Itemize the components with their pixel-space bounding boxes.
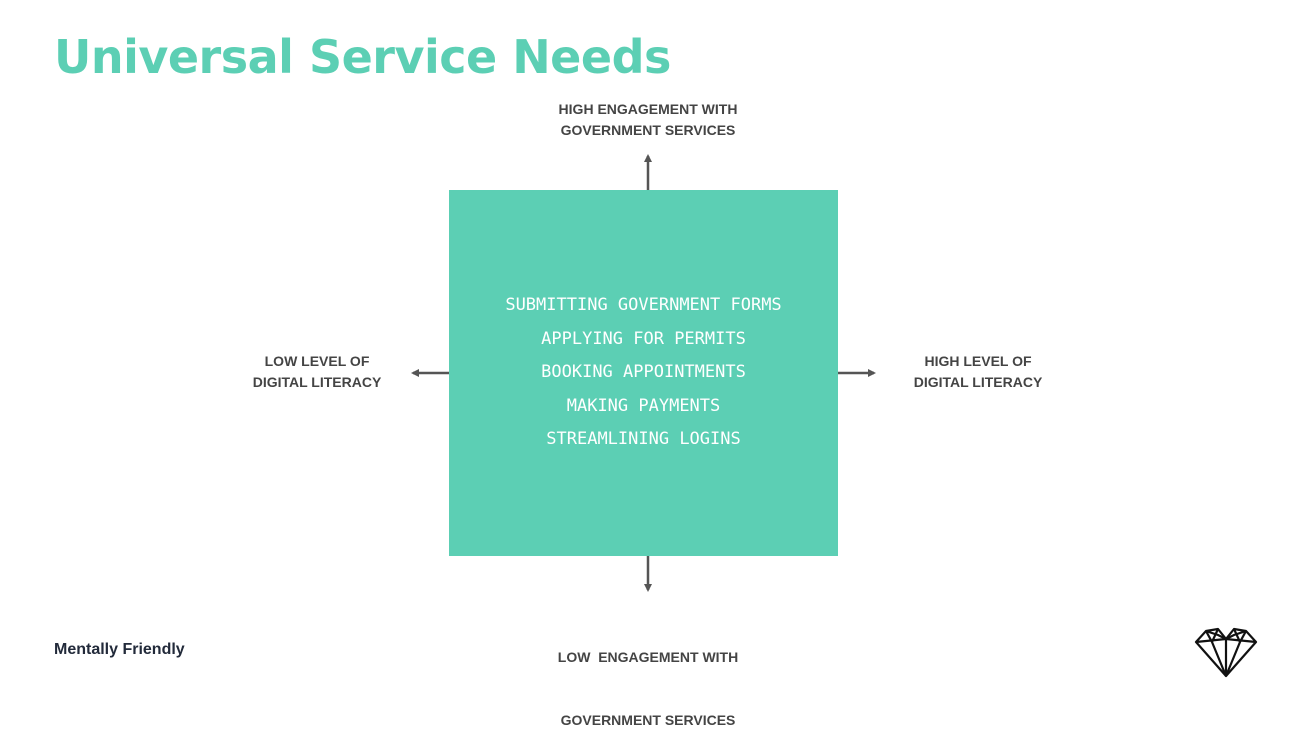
- axis-label-line: LOW ENGAGEMENT WITH: [557, 649, 739, 665]
- axis-label-line: DIGITAL LITERACY: [252, 374, 382, 390]
- axis-label-top: HIGH ENGAGEMENT WITH GOVERNMENT SERVICES: [559, 99, 738, 141]
- brand-name: Mentally Friendly: [54, 641, 185, 658]
- axis-label-line: GOVERNMENT SERVICES: [560, 712, 736, 728]
- axis-label-left: LOW LEVEL OF DIGITAL LITERACY: [253, 351, 382, 393]
- service-need-item: SUBMITTING GOVERNMENT FORMS: [505, 295, 782, 316]
- center-quadrant-box: SUBMITTING GOVERNMENT FORMS APPLYING FOR…: [449, 190, 838, 556]
- axis-label-line: HIGH ENGAGEMENT WITH: [558, 101, 738, 117]
- service-need-item: APPLYING FOR PERMITS: [541, 328, 746, 349]
- axis-label-line: DIGITAL LITERACY: [913, 374, 1043, 390]
- diamond-heart-icon: [1194, 627, 1258, 678]
- axis-label-bottom: LOW ENGAGEMENT WITH GOVERNMENT SERVICES: [558, 605, 738, 752]
- axis-label-right: HIGH LEVEL OF DIGITAL LITERACY: [914, 351, 1043, 393]
- service-need-item: BOOKING APPOINTMENTS: [541, 362, 746, 383]
- axis-label-line: LOW LEVEL OF: [264, 353, 370, 369]
- axis-label-line: HIGH LEVEL OF: [924, 353, 1032, 369]
- service-need-item: MAKING PAYMENTS: [566, 395, 721, 416]
- axis-label-line: GOVERNMENT SERVICES: [560, 122, 736, 138]
- slide-title: Universal Service Needs: [54, 30, 671, 84]
- service-need-item: STREAMLINING LOGINS: [546, 429, 741, 450]
- axis-arrows: [411, 154, 876, 592]
